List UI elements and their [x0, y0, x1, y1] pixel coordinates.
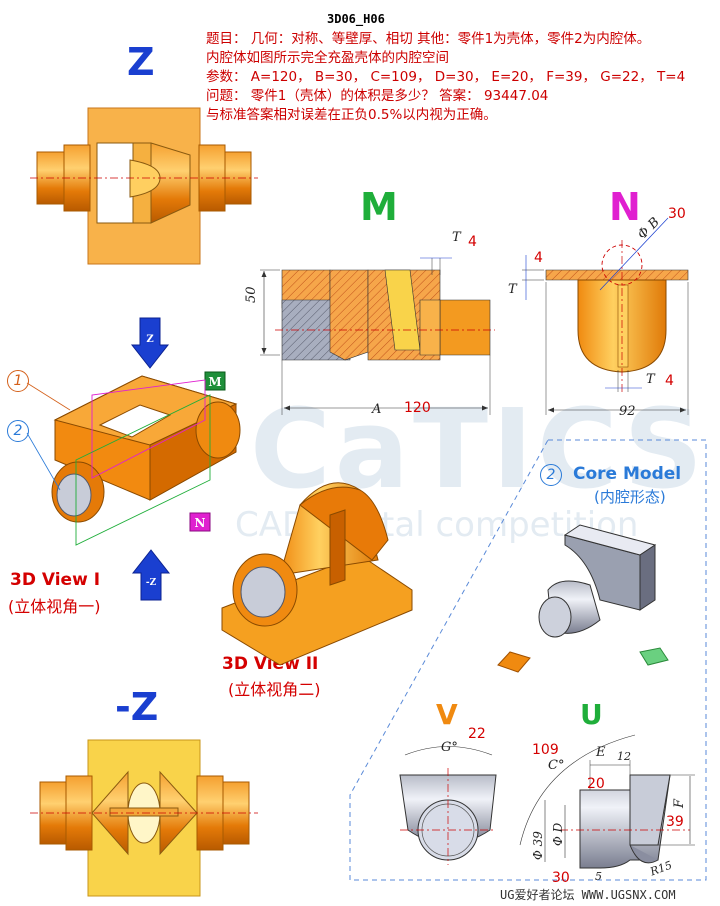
u-dim-c-value: 109	[532, 742, 559, 758]
m-dim-height: 50	[244, 286, 259, 303]
neg-z-direction-arrow: -Z	[131, 549, 171, 601]
core-model-title: Core Model	[573, 464, 682, 484]
n-dim-t-top-value: 4	[534, 250, 543, 266]
m-dim-a-label: A	[372, 402, 382, 417]
problem-line-3: 参数： A=120， B=30， C=109， D=30， E=20， F=39…	[206, 69, 686, 85]
u-dim-e-label: E	[596, 745, 606, 760]
problem-code: 3D06_H06	[327, 12, 385, 26]
z-view-drawing	[30, 107, 258, 265]
3d-view-1-model: M N	[26, 371, 241, 546]
view-label-z: Z	[127, 40, 155, 84]
n-dim-t-bot-label: T	[646, 372, 655, 387]
view-label-v: V	[436, 698, 458, 731]
u-view-drawing	[519, 734, 695, 869]
m-dim-a-value: 120	[404, 400, 431, 416]
v-dim-g-value: 22	[468, 726, 486, 742]
u-dim-phi39: Φ 39	[531, 831, 545, 860]
svg-text:-Z: -Z	[146, 578, 157, 588]
m-dim-t-value: 4	[468, 234, 477, 250]
n-dim-b-value: 30	[668, 206, 686, 222]
n-dim-width: 92	[619, 404, 636, 419]
view-label-u: U	[580, 698, 603, 731]
problem-line-2: 内腔体如图所示完全充盈壳体的内腔空间	[206, 50, 449, 66]
view-label-m: M	[360, 185, 398, 229]
core-model-callout: 2	[540, 464, 562, 486]
svg-text:Z: Z	[146, 334, 153, 345]
svg-text:M: M	[208, 375, 221, 389]
caption-3d-view-1: 3D View I	[10, 570, 101, 590]
n-dim-t-bot-value: 4	[665, 373, 674, 389]
z-direction-arrow: Z	[130, 317, 170, 369]
footer-watermark: UG爱好者论坛 WWW.UGSNX.COM	[500, 888, 676, 902]
v-view-drawing	[399, 746, 497, 865]
problem-line-5: 与标准答案相对误差在正负0.5%以内视为正确。	[206, 107, 497, 123]
v-dim-g-label: G°	[441, 740, 458, 755]
n-section-view	[522, 217, 689, 415]
part-1-callout: 1	[7, 370, 29, 392]
caption-3d-view-2-cn: (立体视角二)	[228, 680, 321, 699]
m-dim-t-label: T	[452, 230, 461, 245]
u-dim-phi-d: Φ D	[551, 822, 565, 846]
core-model-3d	[497, 524, 669, 673]
problem-line-1: 题目： 几何：对称、等壁厚、相切 其他：零件1为壳体，零件2为内腔体。	[206, 31, 651, 47]
u-dim-e-value: 20	[587, 776, 605, 792]
u-dim-f-label: F	[672, 798, 687, 808]
svg-text:N: N	[195, 516, 206, 530]
m-section-view	[260, 257, 495, 415]
problem-line-4: 问题： 零件1（壳体）的体积是多少？ 答案： 93447.04	[206, 88, 549, 104]
core-model-panel-border	[349, 439, 707, 881]
n-dim-t-top-label: T	[508, 282, 517, 297]
neg-z-view-drawing	[30, 739, 258, 897]
3d-view-2-model	[221, 482, 413, 666]
u-dim-c-label: C°	[548, 758, 565, 773]
view-label-n: N	[609, 185, 641, 229]
u-dim-twelve: 12	[617, 750, 631, 763]
u-dim-f-value: 39	[666, 814, 684, 830]
view-label-neg-z: -Z	[115, 685, 159, 729]
core-model-subtitle: (内腔形态)	[594, 488, 666, 506]
u-dim-d-value: 30	[552, 870, 570, 886]
caption-3d-view-1-cn: (立体视角一)	[8, 597, 101, 616]
part-2-callout: 2	[7, 420, 29, 442]
u-dim-five: 5	[595, 870, 602, 883]
